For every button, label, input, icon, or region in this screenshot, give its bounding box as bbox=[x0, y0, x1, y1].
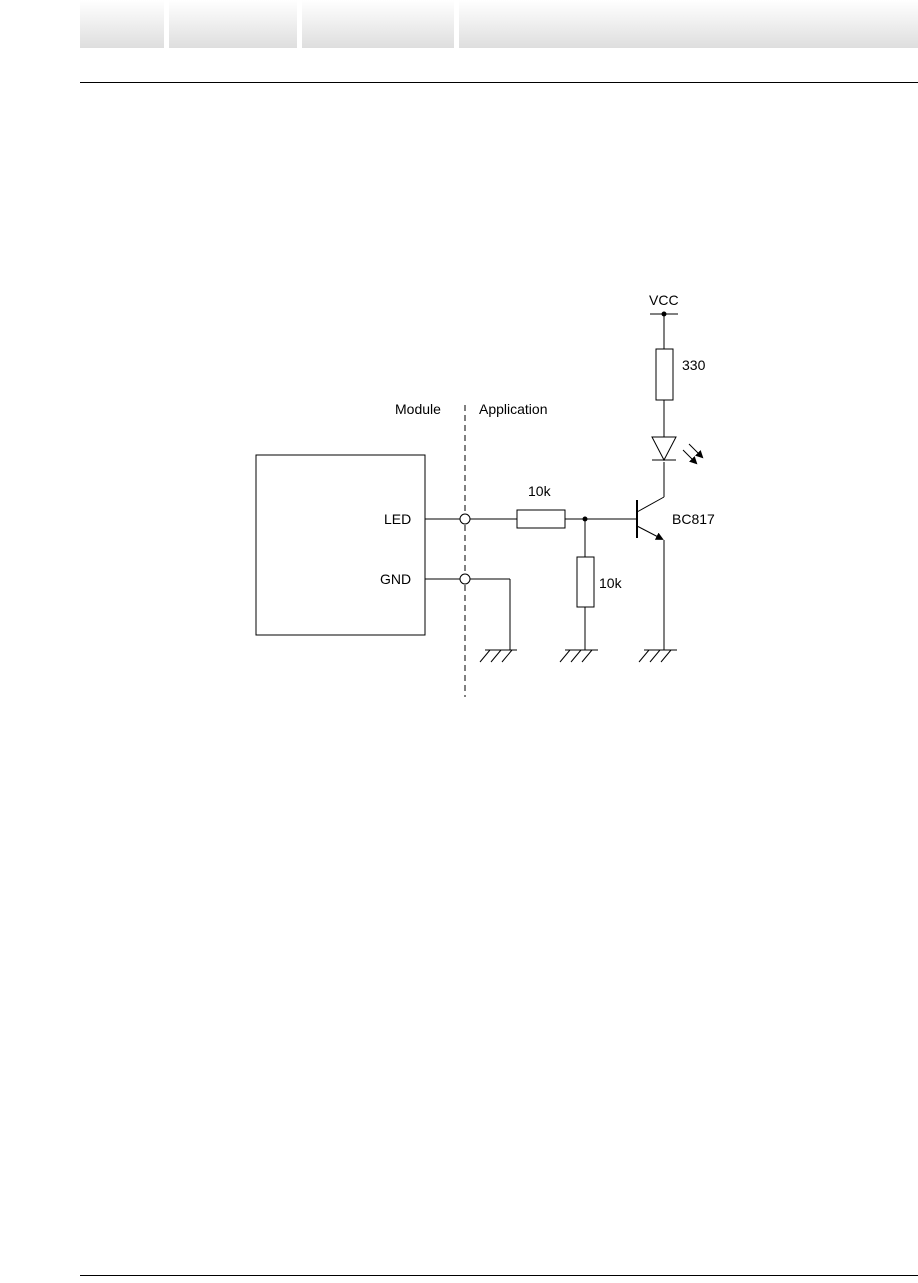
gnd-pin-label: GND bbox=[380, 571, 411, 587]
vcc-terminal bbox=[650, 314, 678, 349]
module-block bbox=[256, 455, 425, 635]
led-connector bbox=[460, 514, 470, 524]
base-resistor-label: 10k bbox=[528, 483, 552, 499]
pulldown-resistor bbox=[577, 557, 594, 607]
module-label: Module bbox=[395, 401, 441, 417]
vcc-dot bbox=[662, 312, 667, 317]
ground-symbol bbox=[480, 650, 517, 662]
gnd-connector bbox=[460, 574, 470, 584]
bottom-rule bbox=[80, 1275, 918, 1276]
transistor-bc817 bbox=[610, 462, 664, 650]
base-resistor bbox=[517, 510, 565, 528]
application-label: Application bbox=[479, 401, 548, 417]
ground-symbol bbox=[560, 650, 598, 662]
collector-resistor bbox=[656, 349, 673, 400]
collector-resistor-label: 330 bbox=[682, 357, 706, 373]
gnd-wire bbox=[425, 579, 510, 650]
pulldown-resistor-label: 10k bbox=[599, 575, 623, 591]
led-pin-label: LED bbox=[384, 511, 411, 527]
led-diode bbox=[652, 400, 702, 463]
ground-symbol bbox=[639, 650, 677, 662]
vcc-label: VCC bbox=[649, 292, 679, 308]
transistor-label: BC817 bbox=[672, 511, 715, 527]
